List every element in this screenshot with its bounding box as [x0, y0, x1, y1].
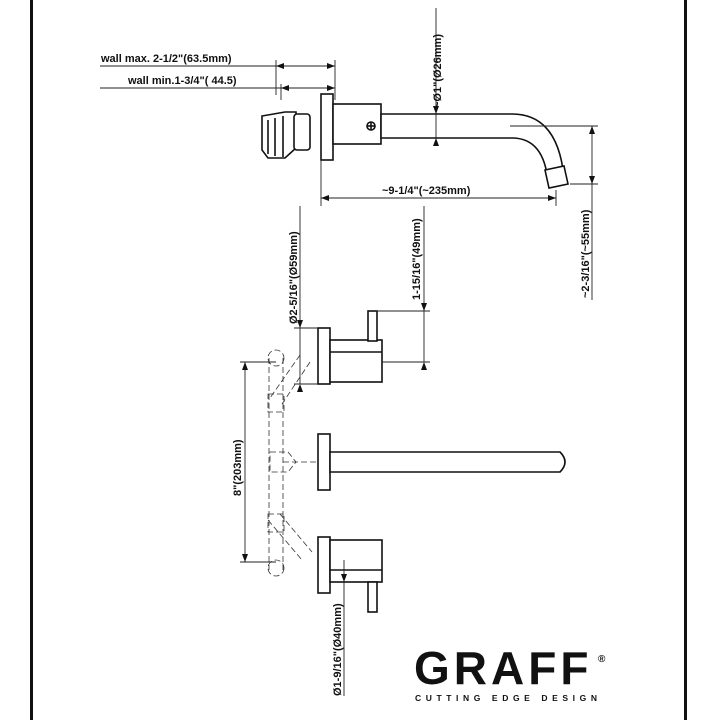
label-spout-drop: ~2-3/16"(~55mm)	[580, 209, 592, 298]
arrowhead	[589, 126, 595, 134]
arrowhead	[276, 63, 284, 69]
front-spout-tube	[329, 451, 566, 473]
rough-in-fitting	[267, 393, 285, 413]
arrowhead	[433, 138, 439, 146]
lower-handle-body	[329, 539, 383, 583]
rough-in-valve	[261, 111, 297, 159]
spout-aerator	[544, 165, 569, 189]
lower-handle-lever	[367, 581, 378, 613]
rough-in-fitting	[267, 559, 285, 577]
arrowhead	[341, 574, 347, 582]
arrowhead	[242, 362, 248, 370]
arrowhead	[321, 195, 329, 201]
logo-registered-mark: ®	[598, 654, 606, 665]
upper-handle-rosette	[317, 327, 331, 385]
label-wall-max: wall max. 2-1/2"(63.5mm)	[100, 53, 232, 65]
rough-in-pipe	[269, 354, 301, 399]
label-spout-length: ~9-1/4"(~235mm)	[382, 185, 471, 197]
rough-in-pipe	[279, 513, 313, 553]
rough-in-pipe	[267, 519, 303, 561]
upper-handle-lever	[367, 310, 378, 342]
arrowhead	[421, 303, 427, 311]
logo-wordmark: GRAFF	[414, 642, 592, 694]
front-view	[240, 206, 566, 696]
label-valve-spacing: 8"(203mm)	[232, 439, 244, 496]
front-spout-rosette	[317, 433, 331, 491]
spout-tube	[380, 113, 565, 184]
arrowhead	[242, 554, 248, 562]
arrowhead	[327, 63, 335, 69]
spout-body	[332, 103, 382, 145]
arrowhead	[548, 195, 556, 201]
rough-in-fitting	[267, 513, 285, 533]
rough-in-fitting	[267, 349, 285, 367]
label-spout-diameter: ~Ø1"(Ø26mm)	[432, 34, 444, 108]
arrowhead	[421, 362, 427, 370]
lower-handle-rosette	[317, 536, 331, 594]
label-wall-min: wall min.1-3/4"( 44.5)	[127, 75, 237, 87]
frame-border-right	[684, 0, 687, 720]
label-handle-height: 1-15/16"(49mm)	[411, 218, 423, 300]
side-view	[100, 8, 598, 300]
spout-rosette	[320, 93, 334, 161]
arrowhead	[297, 320, 303, 328]
upper-handle-body	[329, 339, 383, 383]
graff-logo: GRAFF ® CUTTING EDGE DESIGN	[414, 642, 606, 703]
arrowhead	[327, 85, 335, 91]
label-handle-rosette: Ø2-5/16"(Ø59mm)	[288, 231, 300, 324]
arrowhead	[589, 176, 595, 184]
arrowhead	[281, 85, 289, 91]
rough-in-pipe	[281, 361, 311, 405]
label-spout-rosette: Ø1-9/16"(Ø40mm)	[332, 603, 344, 696]
arrowhead	[297, 384, 303, 392]
valve-nut	[293, 113, 311, 151]
arrowhead	[433, 106, 439, 114]
frame-border-left	[30, 0, 33, 720]
logo-tagline: CUTTING EDGE DESIGN	[415, 693, 602, 703]
rough-in-diverter	[269, 451, 297, 473]
